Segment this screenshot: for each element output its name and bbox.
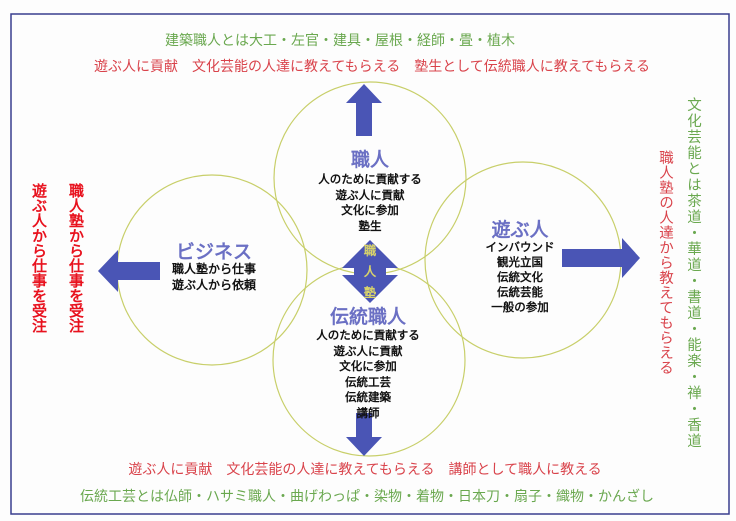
business-lines: 職人塾から仕事 遊ぶ人から依頼 (172, 262, 256, 293)
juku-diamond (342, 240, 398, 303)
right-benefit: 職人塾の人達から教えてもらえる (657, 150, 673, 375)
bottom-benefits: 遊ぶ人に貢献 文化芸能の人達に教えてもらえる 講師として職人に教える (128, 462, 602, 478)
juku-label: 職 人 塾 (364, 240, 377, 303)
asobu-line: 一般の参加 (491, 300, 549, 314)
juku-char: 職 (363, 243, 377, 258)
dentou-line: 人のために貢献する (316, 328, 420, 342)
asobu-line: 伝統芸能 (497, 285, 543, 299)
shokunin-line: 人のために貢献する (318, 172, 422, 186)
frame (10, 13, 730, 515)
arrow-up-icon (346, 84, 382, 136)
culture-note: 文化芸能とは茶道・華道・書道・能楽・禅・香道 (685, 97, 701, 449)
asobu-line: インバウンド (485, 240, 555, 254)
dentou-line: 講師 (356, 405, 380, 420)
left-col-juku-orders: 職人塾から仕事を受注 (67, 183, 85, 333)
dentou-line: 文化に参加 (339, 359, 397, 373)
shokunin-line: 遊ぶ人に貢献 (335, 187, 405, 202)
shokunin-lines: 人のために貢献する 遊ぶ人に貢献 文化に参加 塾生 (318, 172, 422, 234)
shokunin-title: 職人 (350, 149, 390, 171)
asobu-lines: インバウンド 観光立国 伝統文化 伝統芸能 一般の参加 (486, 240, 555, 315)
arrow-down-icon (346, 413, 382, 456)
dentou-title: 伝統職人 (329, 306, 407, 328)
dentou-lines: 人のために貢献する 遊ぶ人に貢献 文化に参加 伝統工芸 伝統建築 講師 (316, 328, 420, 421)
top-benefits: 遊ぶ人に貢献 文化芸能の人達に教えてもらえる 塾生として伝統職人に教えてもらえる (94, 59, 650, 75)
business-line: 職人塾から仕事 (171, 262, 257, 276)
arrow-right-icon (562, 238, 640, 278)
business-line: 遊ぶ人から依頼 (171, 277, 257, 292)
juku-char: 人 (363, 264, 377, 279)
dentou-line: 伝統建築 (345, 390, 391, 404)
arrow-left-icon (98, 250, 160, 292)
left-col-asobu-orders: 遊ぶ人から仕事を受注 (30, 183, 48, 333)
juku-char: 塾 (363, 285, 377, 300)
asobu-title: 遊ぶ人 (491, 219, 549, 241)
asobu-line: 伝統文化 (497, 270, 543, 284)
dentou-line: 遊ぶ人に貢献 (333, 343, 403, 358)
business-title: ビジネス (175, 241, 253, 263)
shokunin-line: 塾生 (358, 218, 382, 233)
dentou-line: 伝統工芸 (345, 374, 391, 389)
shokunin-line: 文化に参加 (341, 203, 399, 217)
architecture-note: 建築職人とは大工・左官・建具・屋根・経師・畳・植木 (165, 33, 515, 49)
crafts-note: 伝統工芸とは仏師・ハサミ職人・曲げわっぱ・染物・着物・日本刀・扇子・織物・かんざ… (80, 489, 654, 505)
asobu-line: 観光立国 (497, 255, 543, 269)
